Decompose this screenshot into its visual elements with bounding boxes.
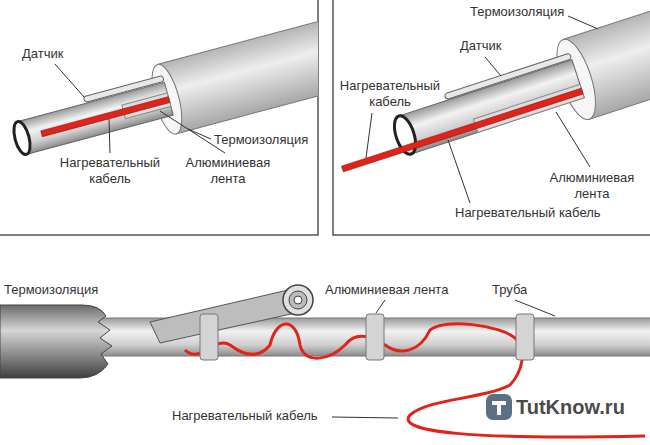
- pipe-right: [333, 0, 650, 197]
- part-label: Термоизоляция: [4, 282, 98, 298]
- watermark: TutKnow.ru: [516, 395, 625, 419]
- part-label: Термоизоляция: [470, 4, 564, 20]
- part-label: Алюминиевая лента: [178, 155, 278, 187]
- part-label: Труба: [492, 282, 527, 298]
- part-label: Датчик: [460, 38, 501, 54]
- part-label: Нагревательный кабель: [54, 155, 166, 187]
- pipe-left: [6, 13, 318, 175]
- part-label: Нагревательный кабель: [455, 205, 601, 221]
- part-label: Алюминиевая лента: [325, 282, 448, 298]
- watermark-icon: [486, 394, 512, 420]
- part-label: Термоизоляция: [214, 132, 308, 148]
- part-label: Датчик: [22, 46, 63, 62]
- part-label: Нагревательный кабель: [334, 78, 446, 110]
- pipe-bottom: [0, 285, 650, 437]
- part-label: Алюминиевая лента: [540, 170, 644, 202]
- part-label: Нагревательный кабель: [172, 408, 318, 424]
